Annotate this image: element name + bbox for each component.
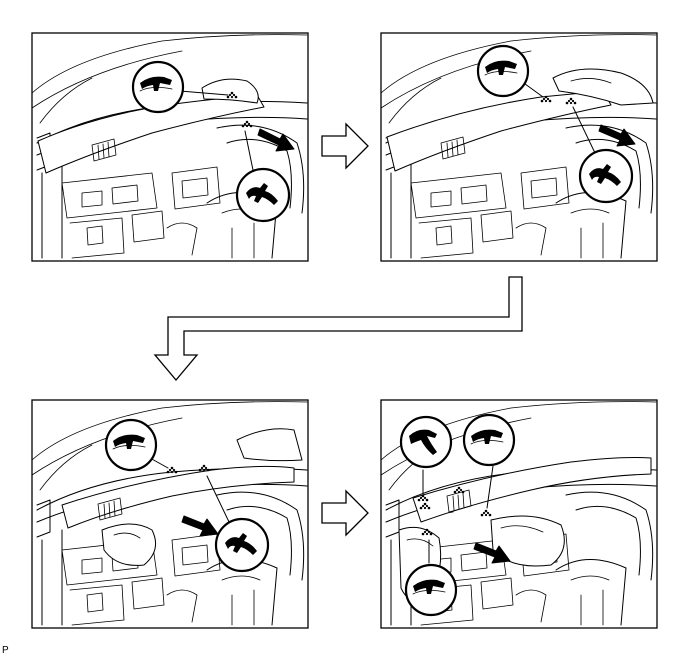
claw-clip-icon bbox=[113, 434, 145, 449]
claw-clip-icon bbox=[471, 429, 503, 444]
step-1-panel bbox=[31, 32, 309, 262]
step-4-panel bbox=[380, 399, 658, 629]
flow-arrow-icon bbox=[321, 489, 369, 537]
claw-clip-icon bbox=[413, 579, 445, 594]
upper-dash-panel bbox=[61, 465, 295, 529]
claw-clip-icon bbox=[589, 164, 621, 186]
pull-direction-arrow-icon bbox=[181, 515, 219, 537]
pull-direction-arrow-icon bbox=[473, 542, 511, 564]
step-3-panel bbox=[31, 399, 309, 629]
upper-dash-panel bbox=[412, 457, 652, 523]
upper-dash-panel bbox=[37, 94, 265, 174]
step-2-panel bbox=[380, 32, 658, 262]
flow-arrow-icon bbox=[321, 122, 369, 170]
claw-clip-icon bbox=[485, 60, 517, 75]
figure-id-label: P bbox=[2, 645, 9, 656]
flow-arrow-icon bbox=[153, 276, 523, 382]
claw-clip-icon bbox=[409, 429, 437, 455]
claw-clip-icon bbox=[225, 533, 257, 555]
pull-direction-arrow-icon bbox=[598, 124, 636, 147]
claw-clip-icon bbox=[246, 183, 278, 205]
pull-direction-arrow-icon bbox=[257, 128, 295, 152]
claw-clip-icon bbox=[140, 76, 172, 91]
